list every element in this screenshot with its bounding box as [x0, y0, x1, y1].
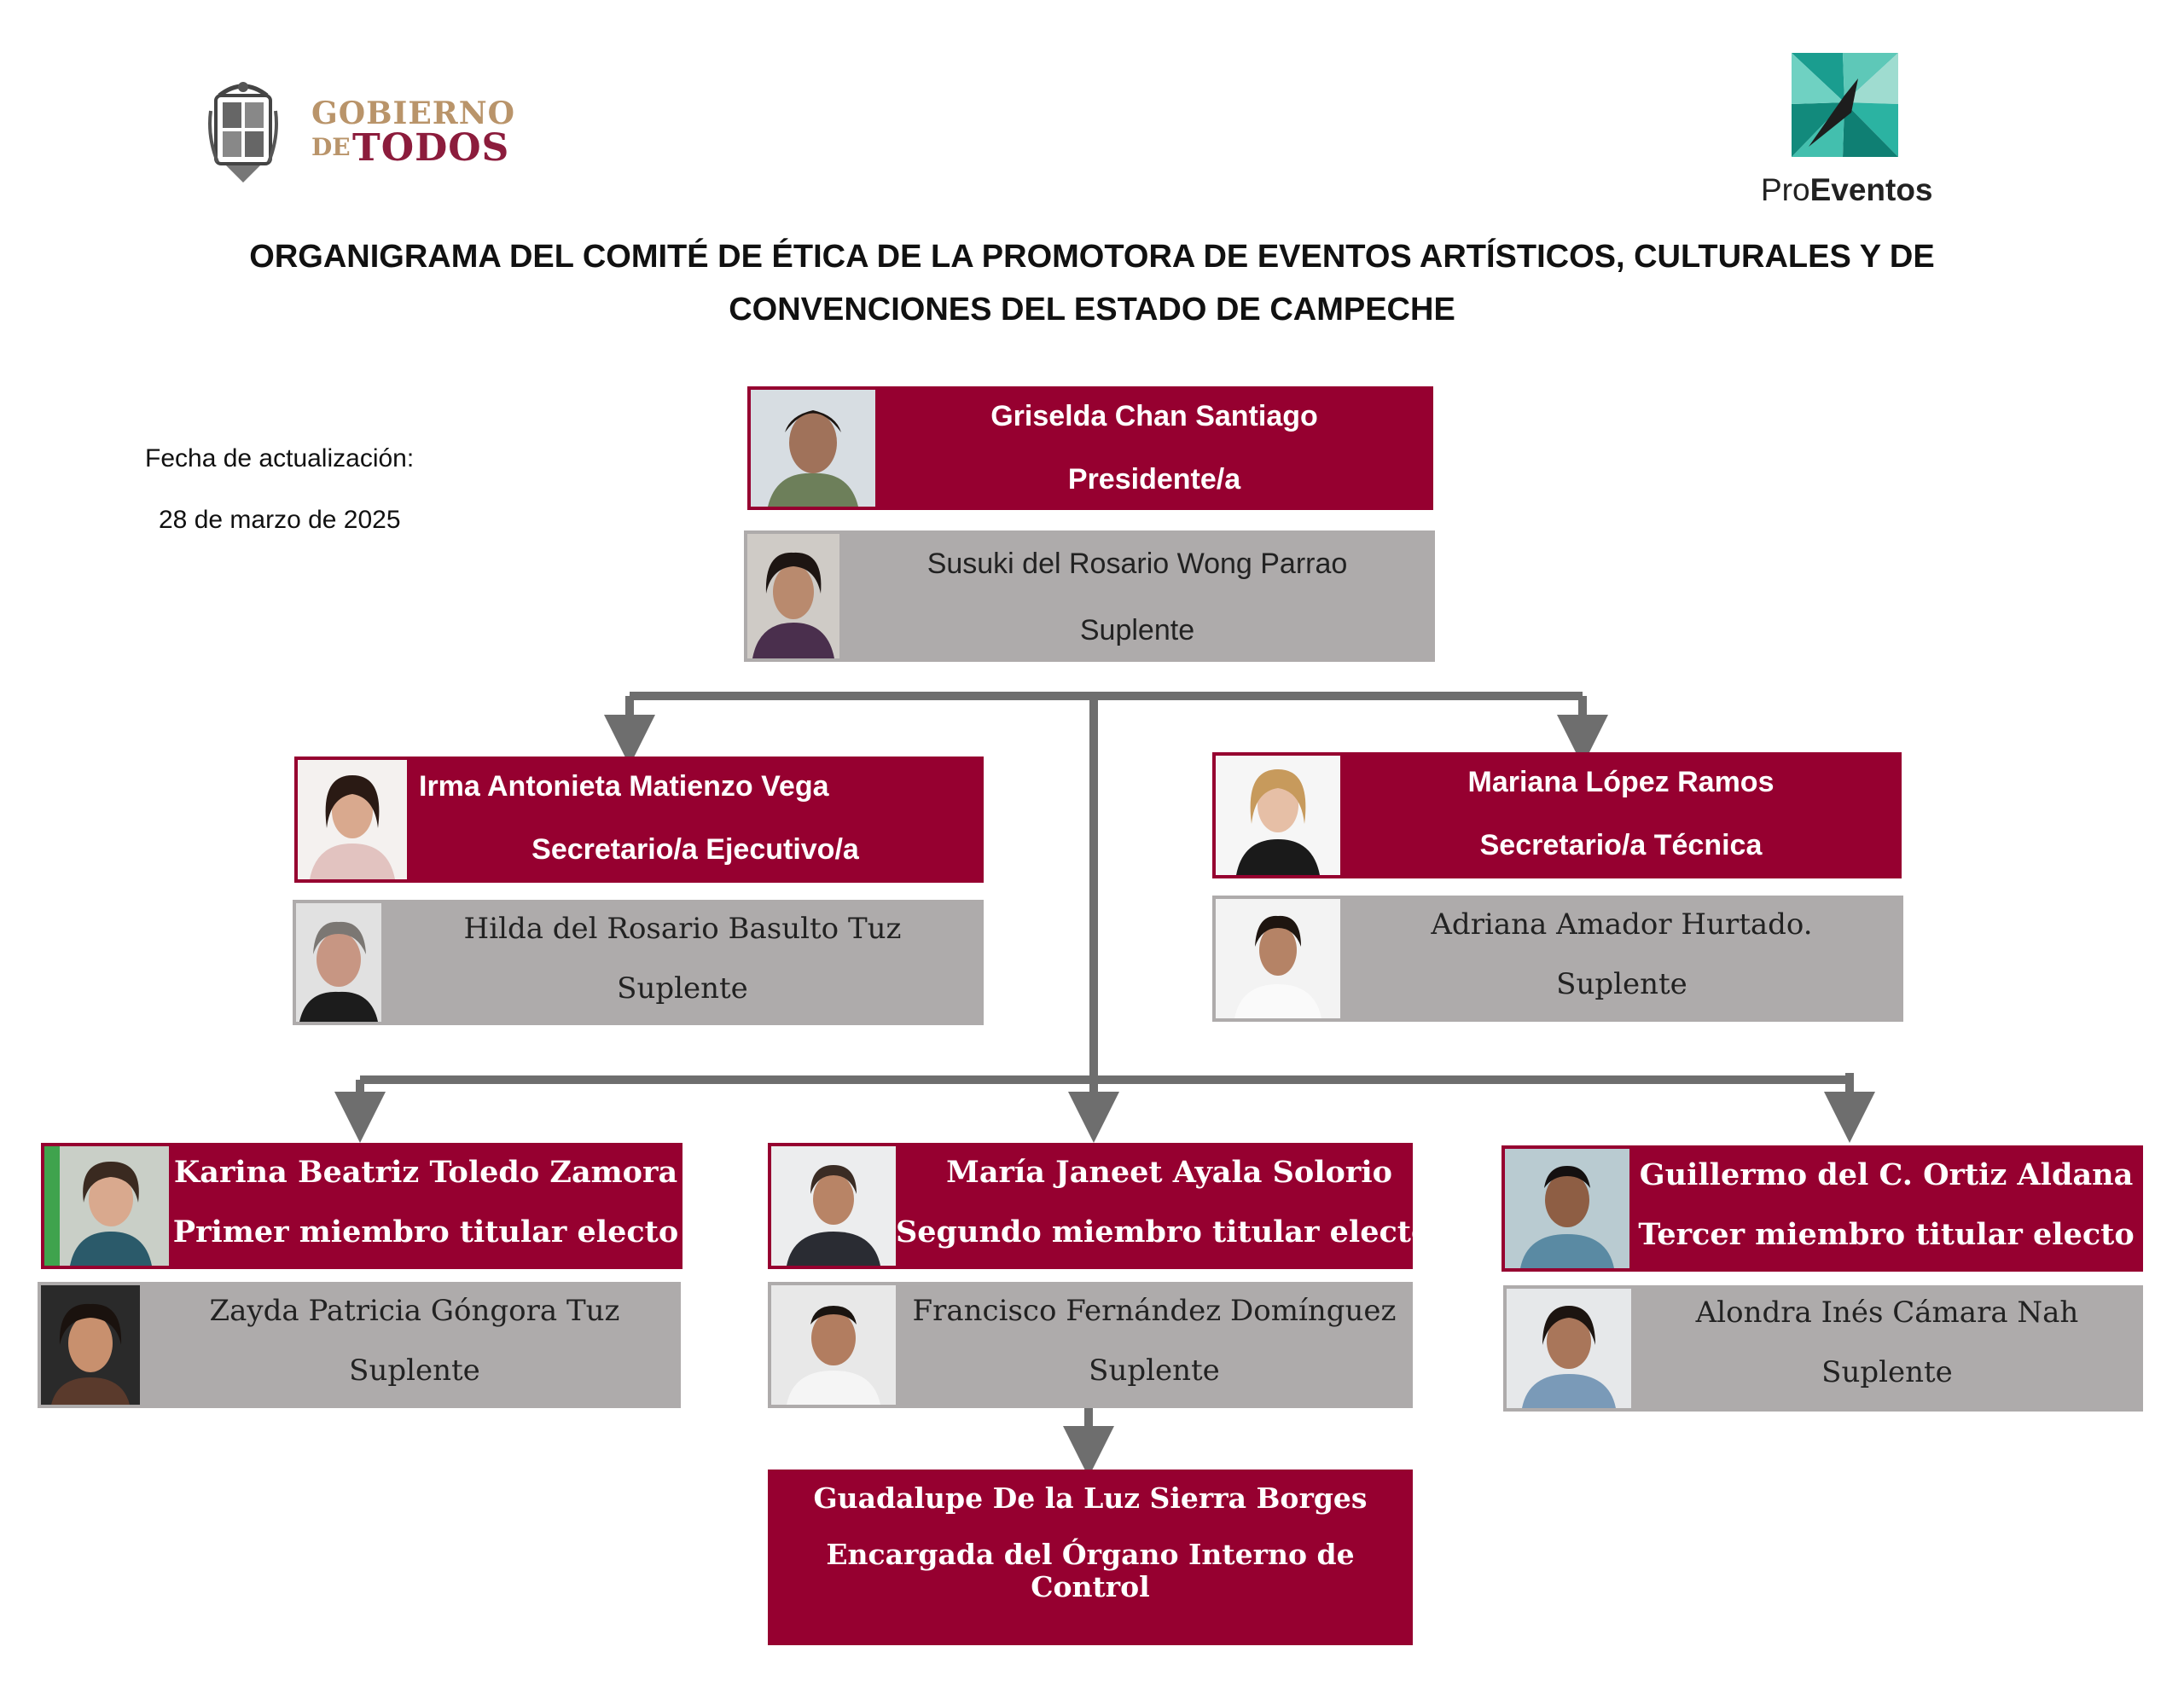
miembro-2-suplente-name: Francisco Fernández Domínguez: [912, 1294, 1397, 1328]
title-line-1: ORGANIGRAMA DEL COMITÉ DE ÉTICA DE LA PR…: [249, 239, 1935, 275]
miembro-1-name: Karina Beatriz Toledo Zamora: [173, 1155, 678, 1190]
logo-text-de: DE: [311, 133, 351, 161]
node-secretario-tecnico-suplente: Adriana Amador Hurtado. Suplente: [1212, 896, 1903, 1022]
secretario-tecnico-name: Mariana López Ramos: [1467, 766, 1774, 798]
miembro-1-suplente-name: Zayda Patricia Góngora Tuz: [209, 1294, 620, 1328]
miembro-3-suplente-role: Suplente: [1821, 1355, 1953, 1389]
presidente-suplente-role: Suplente: [1079, 614, 1195, 646]
person-photo-icon: [296, 903, 381, 1022]
node-miembro-2: María Janeet Ayala Solorio Segundo miemb…: [768, 1143, 1432, 1269]
secretario-tecnico-role: Secretario/a Técnica: [1479, 829, 1763, 861]
secretario-ejecutivo-name: Irma Antonieta Matienzo Vega: [419, 770, 829, 803]
oic-name: Guadalupe De la Luz Sierra Borges: [813, 1481, 1368, 1515]
miembro-3-role: Tercer miembro titular electo: [1638, 1217, 2135, 1252]
miembro-1-role: Primer miembro titular electo: [172, 1215, 679, 1249]
presidente-suplente-name: Susuki del Rosario Wong Parrao: [926, 548, 1348, 580]
node-miembro-1: Karina Beatriz Toledo Zamora Primer miem…: [41, 1143, 682, 1269]
secretario-tecnico-suplente-name: Adriana Amador Hurtado.: [1431, 907, 1813, 942]
node-presidente-suplente: Susuki del Rosario Wong Parrao Suplente: [744, 530, 1435, 662]
node-secretario-tecnico: Mariana López Ramos Secretario/a Técnica: [1212, 752, 1902, 878]
person-photo-icon: [1216, 899, 1340, 1018]
miembro-2-suplente-role: Suplente: [1089, 1354, 1220, 1388]
person-photo-icon: [751, 390, 875, 507]
person-photo-icon: [44, 1146, 169, 1266]
node-secretario-ejecutivo-suplente: Hilda del Rosario Basulto Tuz Suplente: [293, 900, 984, 1025]
node-miembro-1-suplente: Zayda Patricia Góngora Tuz Suplente: [38, 1282, 681, 1408]
miembro-3-suplente-name: Alondra Inés Cámara Nah: [1695, 1296, 2079, 1330]
proeventos-star-icon: [1792, 53, 1898, 157]
secretario-tecnico-suplente-role: Suplente: [1556, 967, 1687, 1001]
node-miembro-3-suplente: Alondra Inés Cámara Nah Suplente: [1503, 1285, 2143, 1412]
update-date-label: Fecha de actualización:: [145, 444, 415, 472]
node-presidente: Griselda Chan Santiago Presidente/a: [747, 386, 1433, 510]
miembro-1-suplente-role: Suplente: [349, 1354, 480, 1388]
oic-role-line-1: Encargada del Órgano Interno de: [826, 1538, 1355, 1571]
proeventos-logo: ProEventos: [1757, 53, 1937, 215]
miembro-3-name: Guillermo del C. Ortiz Aldana: [1639, 1157, 2134, 1192]
person-photo-icon: [1507, 1289, 1631, 1408]
node-miembro-2-suplente: Francisco Fernández Domínguez Suplente: [768, 1282, 1413, 1408]
node-organo-interno-de-control: Guadalupe De la Luz Sierra Borges Encarg…: [768, 1470, 1413, 1645]
person-photo-icon: [1505, 1149, 1629, 1268]
logo-text-todos: TODOS: [352, 126, 510, 170]
connector-level2-bar: [360, 1073, 1854, 1084]
secretario-ejecutivo-role: Secretario/a Ejecutivo/a: [531, 833, 859, 866]
node-secretario-ejecutivo: Irma Antonieta Matienzo Vega Secretario/…: [294, 757, 984, 883]
person-photo-icon: [41, 1285, 140, 1405]
person-photo-icon: [298, 760, 407, 879]
update-date-value: 28 de marzo de 2025: [159, 506, 401, 534]
presidente-name: Griselda Chan Santiago: [990, 400, 1318, 432]
miembro-2-role: Segundo miembro titular electo: [896, 1215, 1432, 1249]
presidente-role: Presidente/a: [1067, 463, 1241, 496]
miembro-2-name: María Janeet Ayala Solorio: [946, 1155, 1392, 1190]
person-photo-icon: [771, 1146, 896, 1266]
person-photo-icon: [1216, 756, 1340, 875]
logo-text-gobierno: GOBIERNO: [311, 96, 515, 131]
secretario-ejecutivo-suplente-role: Suplente: [617, 971, 748, 1006]
oic-role-line-2: Control: [1031, 1570, 1150, 1603]
coat-of-arms-icon: [208, 82, 278, 183]
gobierno-de-todos-logo: GOBIERNO DE TODOS: [207, 77, 514, 188]
person-photo-icon: [771, 1285, 896, 1405]
secretario-ejecutivo-suplente-name: Hilda del Rosario Basulto Tuz: [463, 912, 902, 946]
node-miembro-3: Guillermo del C. Ortiz Aldana Tercer mie…: [1502, 1145, 2143, 1272]
person-photo-icon: [747, 534, 839, 658]
proeventos-wordmark: ProEventos: [1761, 172, 1933, 207]
page-title: ORGANIGRAMA DEL COMITÉ DE ÉTICA DE LA PR…: [213, 230, 1971, 336]
title-line-2: CONVENCIONES DEL ESTADO DE CAMPECHE: [729, 292, 1455, 328]
